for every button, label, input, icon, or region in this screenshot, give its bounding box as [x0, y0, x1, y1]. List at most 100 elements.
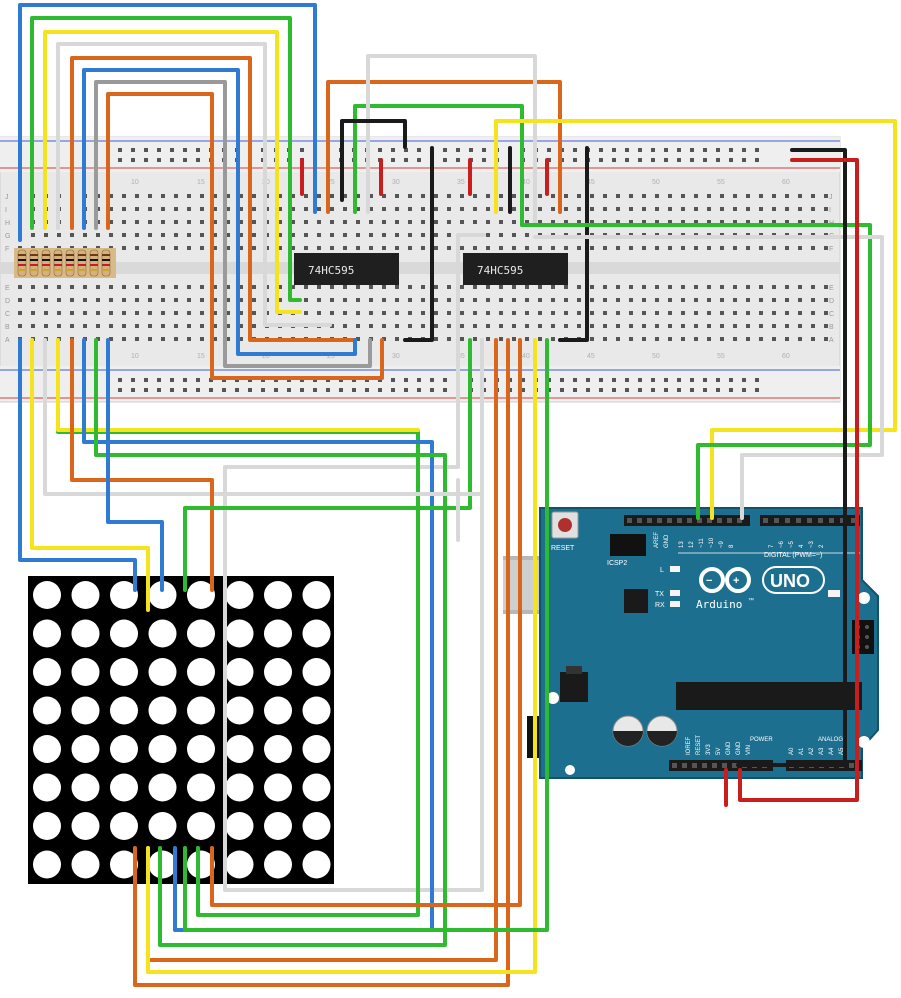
white-wire[interactable] [223, 233, 486, 892]
blue-wire[interactable] [18, 3, 317, 242]
gray-wire[interactable] [94, 80, 372, 368]
breadboard-hole [447, 337, 451, 341]
header-pin[interactable] [677, 518, 682, 523]
yellow-wire[interactable] [146, 338, 537, 974]
white-wire[interactable] [533, 235, 884, 520]
green-wire[interactable] [353, 104, 524, 227]
white-wire[interactable] [43, 338, 227, 542]
breadboard-hole [382, 220, 386, 224]
header-pin[interactable] [785, 518, 790, 523]
yellow-wire[interactable] [56, 338, 420, 432]
breadboard-hole [96, 311, 100, 315]
breadboard-hole [785, 285, 789, 289]
header-pin[interactable] [627, 518, 632, 523]
shift-register-2[interactable]: 74HC595 [463, 253, 568, 285]
header-pin[interactable] [849, 763, 854, 768]
rail-hole [417, 378, 421, 382]
breadboard-hole [330, 207, 334, 211]
header-pin[interactable] [727, 518, 732, 523]
breadboard-hole [824, 246, 828, 250]
header-pin[interactable] [667, 518, 672, 523]
breadboard-hole [330, 324, 334, 328]
header-pin[interactable] [796, 518, 801, 523]
breadboard-hole [187, 311, 191, 315]
breadboard-hole [616, 285, 620, 289]
white-wire[interactable] [56, 42, 332, 327]
header-pin[interactable] [647, 518, 652, 523]
breadboard-hole [408, 298, 412, 302]
green-wire[interactable] [94, 338, 447, 947]
orange-wire[interactable] [106, 92, 384, 380]
breadboard-hole [213, 246, 217, 250]
breadboard-hole [148, 194, 152, 198]
orange-wire[interactable] [70, 338, 214, 592]
breadboard-hole [785, 298, 789, 302]
orange-wire[interactable] [70, 56, 357, 342]
blue-wire[interactable] [82, 338, 434, 932]
breadboard-hole [525, 233, 529, 237]
header-pin[interactable] [692, 763, 697, 768]
breadboard-hole [499, 311, 503, 315]
red-wire[interactable] [738, 158, 859, 802]
black-wire[interactable] [403, 146, 434, 342]
header-pin[interactable] [717, 518, 722, 523]
header-pin[interactable] [732, 763, 737, 768]
breadboard-hole [707, 194, 711, 198]
blue-wire[interactable] [106, 338, 164, 592]
header-pin[interactable] [697, 518, 702, 523]
breadboard-hole [239, 311, 243, 315]
header-pin[interactable] [657, 518, 662, 523]
header-pin[interactable] [807, 518, 812, 523]
power-header[interactable] [669, 760, 773, 771]
rail-hole [599, 388, 603, 392]
black-wire[interactable] [736, 148, 847, 767]
header-pin[interactable] [712, 763, 717, 768]
breadboard-hole [44, 285, 48, 289]
breadboard-hole [200, 337, 204, 341]
orange-wire[interactable] [210, 338, 522, 907]
header-pin[interactable] [637, 518, 642, 523]
header-pin[interactable] [707, 518, 712, 523]
header-pin[interactable] [840, 518, 845, 523]
breadboard-hole [161, 311, 165, 315]
breadboard-hole [395, 298, 399, 302]
yellow-wire[interactable] [30, 338, 150, 612]
green-wire[interactable] [183, 338, 549, 932]
black-wire[interactable] [340, 119, 407, 202]
header-pin[interactable] [818, 518, 823, 523]
breadboard-hole [629, 311, 633, 315]
green-wire[interactable] [183, 338, 472, 592]
yellow-wire[interactable] [43, 30, 302, 314]
header-pin[interactable] [682, 763, 687, 768]
led-dot [302, 812, 331, 840]
header-pin[interactable] [722, 763, 727, 768]
header-pin[interactable] [702, 763, 707, 768]
shift-register-1[interactable]: 74HC595 [294, 253, 399, 285]
header-pin[interactable] [687, 518, 692, 523]
header-pin[interactable] [774, 518, 779, 523]
header-pin[interactable] [672, 763, 677, 768]
blue-wire[interactable] [82, 68, 357, 356]
led-matrix[interactable] [28, 576, 334, 884]
header-pin[interactable] [851, 518, 856, 523]
breadboard-hole [824, 207, 828, 211]
black-wire[interactable] [558, 146, 589, 342]
orange-wire[interactable] [326, 80, 562, 214]
breadboard-hole [200, 233, 204, 237]
blue-wire[interactable] [18, 338, 137, 592]
orange-wire[interactable] [133, 338, 510, 987]
reset-button-cap[interactable] [558, 518, 572, 532]
power-pin-label: 3V3 [706, 744, 712, 755]
breadboard-hole [434, 311, 438, 315]
header-pin[interactable] [763, 518, 768, 523]
green-wire[interactable] [520, 223, 872, 520]
green-wire[interactable] [30, 16, 302, 302]
breadboard-hole [811, 246, 815, 250]
breadboard-hole [200, 324, 204, 328]
header-pin[interactable] [829, 518, 834, 523]
power-pin-label: RESET [696, 735, 702, 755]
header-pin[interactable] [737, 518, 742, 523]
white-wire[interactable] [223, 338, 484, 496]
white-wire[interactable] [366, 54, 537, 227]
